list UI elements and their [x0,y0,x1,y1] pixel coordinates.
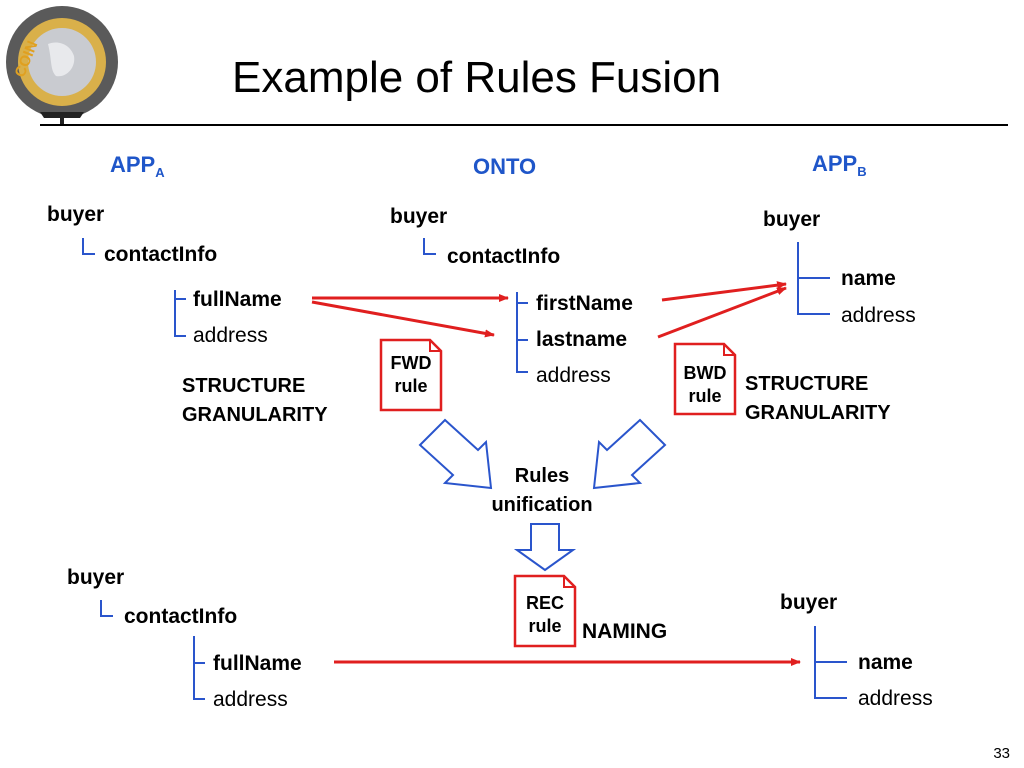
fwd-rule-note [379,338,443,412]
bwd-rule-note [673,342,737,416]
mapping-arrows [311,281,801,666]
result-right-tree-lines [814,626,847,699]
result-left-child: contactInfo [124,605,238,628]
app-b-tree-lines [797,242,830,315]
app-a-tree-lines [82,238,186,337]
result-left-tree-lines [100,600,205,700]
result-right-field-name: name [858,651,913,674]
rec-rule-note [513,574,577,648]
merge-arrow-right [592,418,667,490]
merge-arrow-left [418,418,493,490]
onto-tree-lines [423,238,528,373]
result-left-field-fullname: fullName [213,652,302,675]
result-left-root: buyer [67,566,125,589]
app-b-field-name: name [841,267,896,290]
result-left-field-address: address [213,688,288,711]
header-onto: ONTO [473,154,537,179]
onto-field-firstname: firstName [536,292,633,315]
slide-title: Example of Rules Fusion [232,53,722,102]
down-arrow [513,523,577,572]
header-app-a: APPA [110,152,165,180]
header-app-b: APPB [812,151,867,179]
app-a-root: buyer [47,203,105,226]
onto-field-lastname: lastname [536,328,628,351]
onto-child: contactInfo [447,245,561,268]
naming-label: NAMING [582,620,668,643]
app-a-field-address: address [193,324,268,347]
result-right-root: buyer [780,591,838,614]
coin-logo: COIN [6,6,118,124]
arrow-firstname-name [661,281,787,302]
onto-root: buyer [390,205,448,228]
app-b-root: buyer [763,208,821,231]
title-divider [40,124,1008,126]
app-a-child: contactInfo [104,243,218,266]
result-right-field-address: address [858,687,933,710]
app-b-field-address: address [841,304,916,327]
page-number: 33 [993,745,1010,762]
arrow-fullname-lastname [311,300,495,338]
arrow-lastname-name [657,286,787,339]
app-a-field-fullname: fullName [193,288,282,311]
onto-field-address: address [536,364,611,387]
